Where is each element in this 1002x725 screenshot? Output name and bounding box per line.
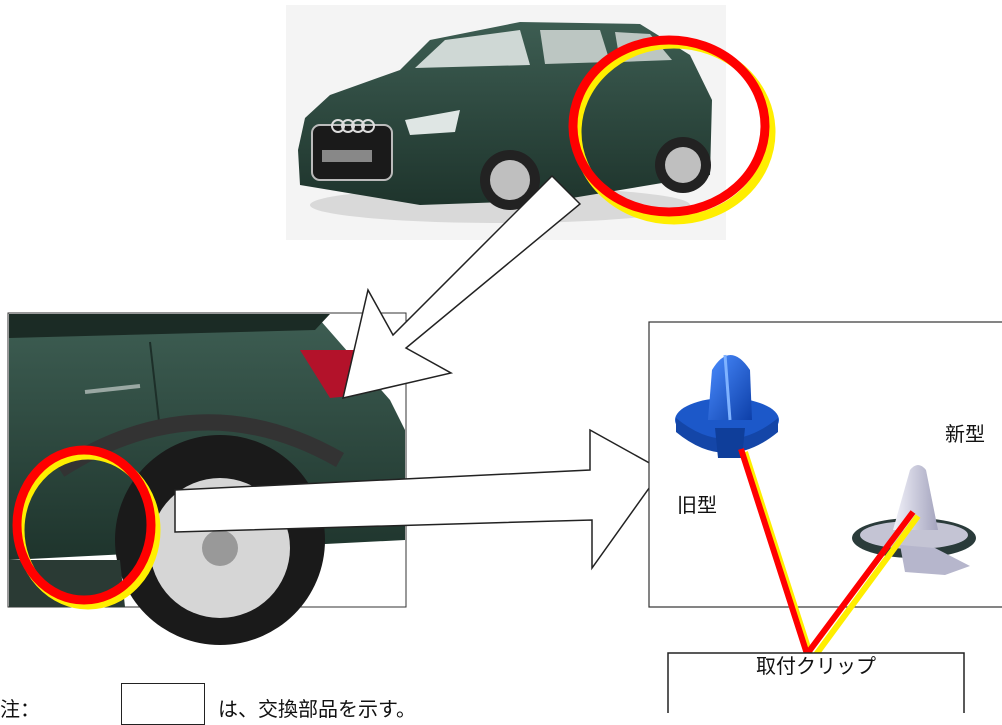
mounting-clip-label: 取付クリップ bbox=[756, 654, 876, 678]
highlight-circle-top bbox=[568, 35, 776, 225]
note-text: は、交換部品を示す。 bbox=[218, 697, 416, 721]
mounting-clip-box bbox=[667, 652, 965, 724]
old-type-label: 旧型 bbox=[677, 493, 717, 517]
arrow-closeup-to-clips bbox=[174, 428, 664, 571]
new-type-label: 新型 bbox=[945, 422, 985, 446]
note-legend-box bbox=[121, 683, 205, 725]
old-clip-icon bbox=[675, 354, 779, 458]
arrow-top-to-closeup bbox=[341, 174, 582, 400]
note-prefix: 注： bbox=[0, 697, 40, 721]
highlight-circle-bottom bbox=[12, 445, 161, 610]
